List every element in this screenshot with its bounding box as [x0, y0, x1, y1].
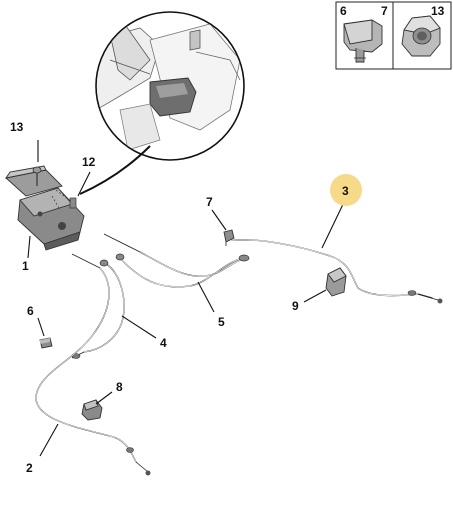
clip-7-part	[223, 229, 235, 246]
bracket-9-part	[325, 267, 347, 297]
callout-5: 5	[218, 315, 225, 329]
clip-6-part	[39, 337, 53, 349]
callout-12: 12	[82, 155, 96, 169]
nut-part-inset-icon	[401, 15, 441, 57]
callout-4: 4	[160, 336, 167, 350]
callout-2: 2	[26, 461, 33, 475]
cable-5-part	[103, 233, 250, 288]
cable-2-part	[35, 253, 151, 476]
callout-3: 3	[342, 184, 349, 198]
bracket-8-part	[81, 399, 103, 421]
cable-3-part	[231, 239, 443, 304]
cable-4-part	[71, 259, 125, 359]
callout-6: 6	[27, 304, 34, 318]
inset-label-6: 6	[340, 4, 347, 18]
lever-clip-part	[51, 189, 77, 211]
inset-labels: 6 7 13	[340, 4, 445, 18]
callout-3-highlight	[330, 174, 362, 206]
callout-8: 8	[116, 380, 123, 394]
callout-1: 1	[22, 259, 29, 273]
parts-inset-panel	[335, 1, 452, 70]
leader-lines	[27, 140, 347, 457]
clip-part-inset-icon	[343, 19, 383, 63]
inset-label-7: 7	[381, 4, 388, 18]
callout-labels: 1 2 3 4 5 6 7 8 9 12 13	[10, 120, 349, 475]
callout-13: 13	[10, 120, 24, 134]
lever-screw-part	[32, 166, 42, 186]
inset-label-13: 13	[431, 4, 445, 18]
callout-7: 7	[206, 195, 213, 209]
detail-magnifier	[79, 11, 245, 195]
callout-9: 9	[292, 299, 299, 313]
